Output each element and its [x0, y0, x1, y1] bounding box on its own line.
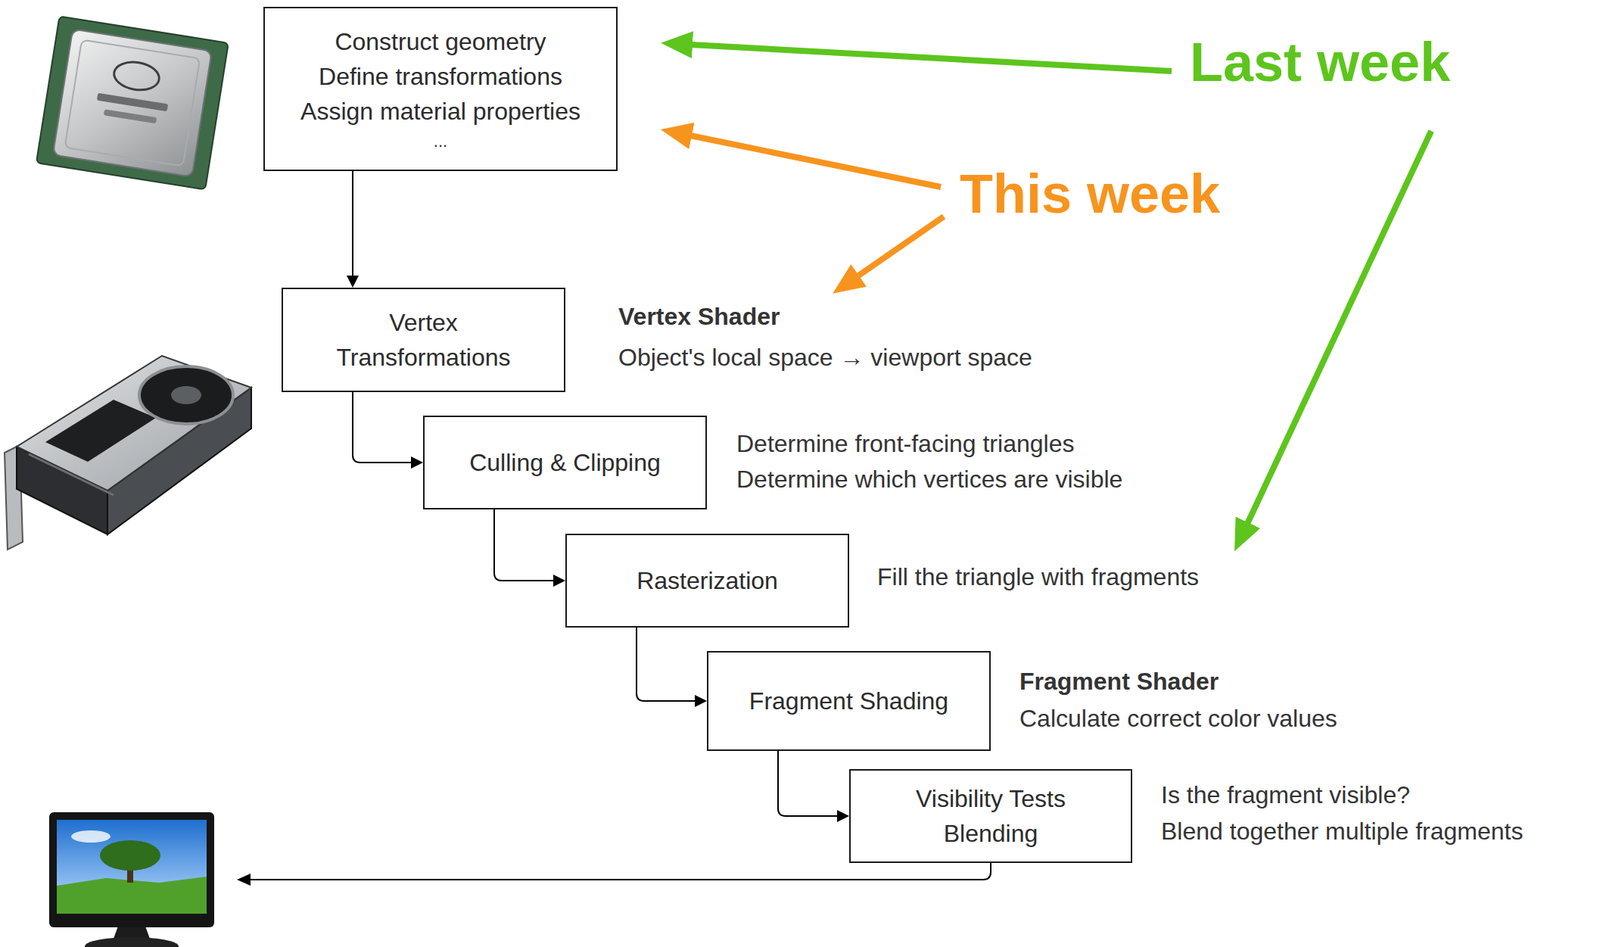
box-content: Vertex Transformations	[321, 305, 527, 375]
arrow-head	[346, 275, 359, 288]
monitor-illustration	[49, 812, 215, 947]
connector-arrow	[778, 750, 850, 822]
gpu-fan	[139, 366, 234, 424]
callout-arrow	[1247, 130, 1432, 524]
arrow-head	[694, 694, 707, 707]
box-text: Culling & Clipping	[469, 445, 661, 480]
process-box: Construct geometryDefine transformations…	[263, 6, 618, 172]
process-box: Vertex Transformations	[281, 287, 566, 393]
callout-text: Last week	[1189, 30, 1451, 94]
monitor-cloud	[71, 830, 111, 843]
cpu-marking	[96, 93, 169, 113]
arrow-head	[553, 574, 566, 587]
process-box: Visibility Tests Blending	[849, 768, 1133, 863]
stage-note: Determine which vertices are visible	[736, 463, 1123, 495]
shader-heading: Vertex Shader	[618, 301, 780, 332]
box-content: Construct geometryDefine transformations…	[300, 24, 581, 155]
monitor-tree-crown	[99, 840, 161, 871]
box-content: Rasterization	[636, 563, 779, 598]
process-box: Rasterization	[565, 533, 850, 628]
connector-arrow	[346, 171, 359, 288]
cpu-marking	[103, 108, 157, 124]
stage-note: Blend together multiple fragments	[1161, 815, 1523, 847]
box-text: Visibility Tests Blending	[888, 781, 1093, 851]
box-text: Fragment Shading	[749, 683, 949, 719]
cpu-illustration	[36, 16, 229, 190]
box-text: Vertex Transformations	[321, 305, 527, 375]
output-arrow-head	[236, 873, 251, 886]
box-text: ...	[433, 128, 448, 155]
arrow-head	[837, 809, 850, 822]
connector-line	[636, 627, 695, 701]
connector-arrow	[636, 627, 707, 707]
arrow-head	[410, 456, 424, 469]
box-text: Rasterization	[636, 563, 779, 598]
connector-line	[778, 750, 838, 816]
monitor-bezel	[49, 812, 215, 928]
stage-note: Determine front-facing triangles	[736, 428, 1074, 459]
box-content: Fragment Shading	[749, 683, 949, 719]
box-text: Assign material properties	[300, 93, 581, 129]
cpu-logo	[112, 59, 162, 94]
gpu-illustration	[4, 355, 252, 550]
cpu-heat-spreader	[52, 28, 212, 177]
box-content: Visibility Tests Blending	[888, 781, 1093, 851]
callout-arrow	[690, 135, 941, 187]
process-box: Culling & Clipping	[423, 415, 707, 510]
box-text: Define transformations	[318, 59, 563, 94]
stage-note: Is the fragment visible?	[1161, 779, 1411, 810]
cpu-board	[36, 16, 229, 190]
stage-note: Calculate correct color values	[1019, 703, 1338, 734]
monitor-screen	[56, 819, 207, 914]
monitor-stand-base	[84, 936, 179, 947]
connector-line	[494, 509, 554, 581]
stage-note: Object's local space → viewport space	[618, 342, 1033, 373]
connector-arrow	[352, 392, 424, 469]
connector-arrow	[494, 509, 566, 587]
shader-heading: Fragment Shader	[1019, 666, 1219, 697]
output-arrow	[236, 862, 991, 886]
box-text: Construct geometry	[334, 24, 546, 60]
callout-arrow	[691, 44, 1172, 72]
callout-text: This week	[959, 161, 1221, 226]
process-box: Fragment Shading	[706, 650, 991, 751]
cpu-heat-spreader-top	[65, 40, 201, 167]
gpu-shroud	[16, 355, 252, 491]
callout-arrow	[857, 216, 944, 277]
box-content: Culling & Clipping	[469, 445, 661, 480]
gpu-fan-hub	[171, 385, 202, 405]
connector-line	[351, 171, 354, 276]
output-arrow-line	[249, 862, 991, 880]
stage-note: Fill the triangle with fragments	[877, 561, 1199, 592]
gpu-shroud-panel	[45, 399, 156, 462]
gpu-edge	[28, 454, 114, 495]
connector-line	[352, 392, 411, 463]
